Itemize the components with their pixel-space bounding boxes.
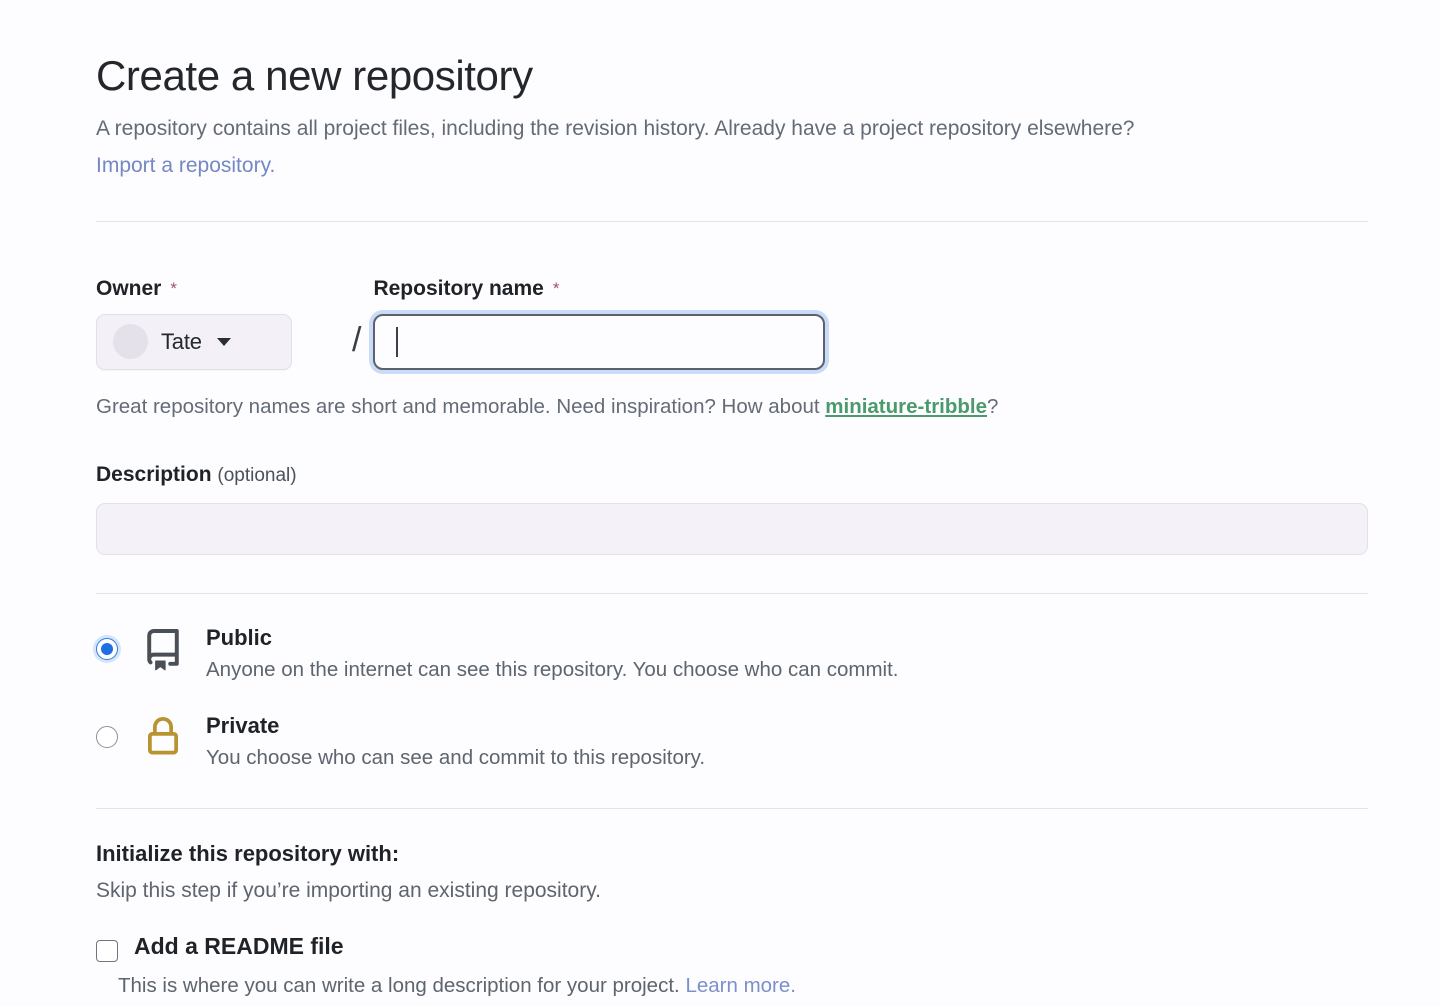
hint-suffix-text: ? [987,394,999,418]
visibility-public-text: Public Anyone on the internet can see th… [206,624,898,684]
visibility-public-title: Public [206,624,273,650]
owner-selected-value: Tate [161,328,202,354]
repository-name-field: Repository name * [373,278,826,370]
repo-book-icon [140,628,186,671]
page-title: Create a new repository [96,52,533,99]
page-content: Create a new repository A repository con… [96,0,1368,998]
readme-description-text: This is where you can write a long descr… [118,973,686,997]
visibility-private-description: You choose who can see and commit to thi… [206,746,706,770]
chevron-down-icon [216,337,231,346]
radio-private[interactable] [96,725,118,748]
repository-name-hint: Great repository names are short and mem… [96,392,1368,423]
visibility-option-public[interactable]: Public Anyone on the internet can see th… [96,624,1368,684]
readme-learn-more-link[interactable]: Learn more. [685,973,796,997]
owner-label-text: Owner [96,276,162,300]
readme-text-block: Add a README file [134,932,344,959]
repository-name-required-asterisk: * [552,278,560,298]
repository-name-label: Repository name * [373,278,825,299]
text-cursor [396,326,399,357]
repository-name-label-text: Repository name [373,276,544,300]
readme-option-row[interactable]: Add a README file [96,932,1368,962]
owner-name-separator: / [352,320,362,359]
divider-header [96,220,1368,222]
owner-field: Owner * Tate [96,278,340,370]
visibility-public-description: Anyone on the internet can see this repo… [206,658,899,682]
radio-public[interactable] [96,637,118,660]
lock-icon [140,716,186,757]
owner-and-name-row: Owner * Tate / Repository name * [96,278,1368,370]
visibility-options: Public Anyone on the internet can see th… [96,624,1368,772]
visibility-private-title: Private [206,712,280,738]
checkbox-add-readme[interactable] [96,939,118,962]
repository-name-input-wrapper[interactable] [373,313,826,370]
visibility-option-private[interactable]: Private You choose who can see and commi… [96,712,1368,772]
hint-prefix-text: Great repository names are short and mem… [96,394,826,418]
divider-description [96,592,1368,594]
description-field: Description (optional) [96,463,1368,555]
suggested-repo-name-link[interactable]: miniature-tribble [825,394,988,418]
owner-label: Owner * [96,278,340,299]
owner-select-button[interactable]: Tate [96,313,292,370]
description-label: Description (optional) [96,463,1368,487]
visibility-private-text: Private You choose who can see and commi… [206,712,705,772]
readme-label: Add a README file [134,932,344,959]
import-repository-link[interactable]: Import a repository. [96,154,276,178]
user-avatar-icon [113,324,148,360]
owner-required-asterisk: * [170,278,177,298]
initialize-subtitle: Skip this step if you’re importing an ex… [96,878,602,902]
description-input[interactable] [96,502,1368,555]
page-description: A repository contains all project files,… [96,110,1368,185]
page-description-text: A repository contains all project files,… [96,117,1135,141]
initialize-section: Initialize this repository with: Skip th… [96,841,1368,998]
repository-name-input[interactable] [398,315,804,368]
readme-description: This is where you can write a long descr… [118,974,1368,998]
description-optional-text: (optional) [217,464,297,486]
initialize-title: Initialize this repository with: [96,840,400,866]
description-label-text: Description [96,462,212,486]
divider-visibility [96,807,1368,809]
